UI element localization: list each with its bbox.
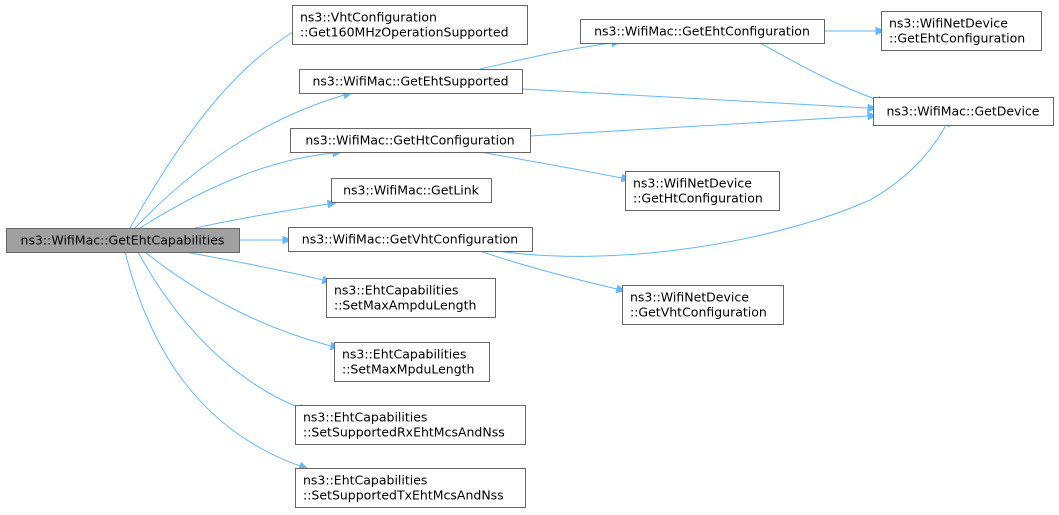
node-ndVhtConfig[interactable]: ns3::WifiNetDevice::GetVhtConfiguration bbox=[622, 285, 784, 325]
edge-root-to-setRx bbox=[137, 251, 309, 412]
edge-line bbox=[139, 152, 334, 229]
node-label-line: ns3::EhtCapabilities bbox=[303, 473, 427, 488]
node-box bbox=[881, 11, 1042, 51]
edge-line bbox=[134, 94, 345, 229]
node-label-line: ::GetEhtConfiguration bbox=[889, 31, 1025, 46]
node-root[interactable]: ns3::WifiMac::GetEhtCapabilities bbox=[6, 228, 240, 253]
edge-root-to-getVhtConfig bbox=[239, 235, 293, 245]
edge-line bbox=[479, 42, 613, 70]
edge-line bbox=[489, 124, 947, 257]
node-label-line: ns3::EhtCapabilities bbox=[303, 410, 427, 425]
edge-root-to-setTx bbox=[124, 251, 309, 470]
edge-arrowhead bbox=[875, 26, 886, 36]
node-box bbox=[290, 128, 531, 153]
edge-getEhtConfig-to-ndEhtConfig bbox=[824, 26, 886, 36]
edge-root-to-setMaxMpdu bbox=[144, 251, 340, 351]
edge-root-to-getLink bbox=[194, 199, 338, 229]
node-setMaxMpdu[interactable]: ns3::EhtCapabilities::SetMaxMpduLength bbox=[334, 342, 490, 382]
node-label-line: ::SetSupportedRxEhtMcsAndNss bbox=[303, 425, 505, 440]
node-getLink[interactable]: ns3::WifiMac::GetLink bbox=[331, 178, 492, 203]
node-label-line: ::GetHtConfiguration bbox=[633, 191, 763, 206]
edge-root-to-getEhtSupported bbox=[134, 90, 353, 229]
edge-line bbox=[479, 151, 623, 179]
node-label-line: ns3::EhtCapabilities bbox=[342, 347, 466, 362]
edge-root-to-setMaxAmpdu bbox=[184, 251, 332, 285]
node-box bbox=[299, 69, 523, 94]
node-label-line: ns3::WifiMac::GetDevice bbox=[886, 104, 1039, 119]
edge-getHtConfig-to-ndHtConfig bbox=[479, 151, 632, 183]
node-label-line: ::SetSupportedTxEhtMcsAndNss bbox=[303, 488, 504, 503]
node-setRx[interactable]: ns3::EhtCapabilities::SetSupportedRxEhtM… bbox=[295, 405, 526, 445]
node-label-line: ns3::WifiMac::GetHtConfiguration bbox=[305, 133, 514, 148]
node-label-line: ns3::WifiNetDevice bbox=[630, 290, 749, 305]
node-label-line: ns3::WifiNetDevice bbox=[633, 176, 752, 191]
node-getHtConfig[interactable]: ns3::WifiMac::GetHtConfiguration bbox=[290, 128, 531, 153]
node-label-line: ::SetMaxMpduLength bbox=[342, 362, 474, 377]
edge-getVhtConfig-to-ndVhtConfig bbox=[479, 250, 626, 294]
edge-getEhtSupported-to-getDevice bbox=[521, 88, 878, 113]
edge-line bbox=[124, 251, 301, 467]
edge-line bbox=[184, 251, 324, 281]
node-label-line: ns3::WifiMac::GetEhtSupported bbox=[312, 74, 508, 89]
node-label-line: ::SetMaxAmpduLength bbox=[334, 298, 476, 313]
node-label-line: ns3::VhtConfiguration bbox=[300, 10, 437, 25]
edge-line bbox=[521, 88, 869, 109]
nodes-layer: ns3::WifiMac::GetEhtCapabilities ns3::Vht… bbox=[6, 5, 1054, 508]
edge-arrowhead bbox=[867, 103, 878, 113]
node-label-line: ns3::EhtCapabilities bbox=[334, 283, 458, 298]
node-box bbox=[326, 278, 496, 318]
edge-arrowhead bbox=[282, 235, 293, 245]
node-label-line: ns3::WifiMac::GetVhtConfiguration bbox=[302, 232, 518, 247]
node-box bbox=[625, 171, 780, 211]
node-box bbox=[295, 405, 526, 445]
edge-getEhtConfig-to-getDevice bbox=[759, 42, 887, 104]
edge-line bbox=[137, 251, 301, 409]
node-box bbox=[873, 97, 1054, 126]
node-box bbox=[331, 178, 492, 203]
node-setTx[interactable]: ns3::EhtCapabilities::SetSupportedTxEhtM… bbox=[295, 468, 526, 508]
edge-line bbox=[144, 251, 332, 347]
node-label-line: ns3::WifiMac::GetLink bbox=[343, 183, 480, 198]
node-label-line: ns3::WifiNetDevice bbox=[889, 16, 1008, 31]
edge-getHtConfig-to-getDevice bbox=[529, 111, 878, 137]
node-box bbox=[288, 227, 533, 252]
node-setMaxAmpdu[interactable]: ns3::EhtCapabilities::SetMaxAmpduLength bbox=[326, 278, 496, 318]
node-ndHtConfig[interactable]: ns3::WifiNetDevice::GetHtConfiguration bbox=[625, 171, 780, 211]
edge-line bbox=[759, 42, 879, 101]
node-getEhtConfig[interactable]: ns3::WifiMac::GetEhtConfiguration bbox=[580, 19, 825, 44]
node-label-line: ns3::WifiMac::GetEhtConfiguration bbox=[594, 24, 810, 39]
node-box bbox=[6, 228, 240, 253]
node-box bbox=[580, 19, 825, 44]
node-vht160[interactable]: ns3::VhtConfiguration::Get160MHzOperatio… bbox=[292, 5, 528, 45]
node-label-line: ::Get160MHzOperationSupported bbox=[300, 25, 509, 40]
node-box bbox=[292, 5, 528, 45]
edge-line bbox=[129, 29, 297, 229]
node-ndEhtConfig[interactable]: ns3::WifiNetDevice::GetEhtConfiguration bbox=[881, 11, 1042, 51]
edge-line bbox=[479, 250, 618, 290]
node-box bbox=[622, 285, 784, 325]
edge-arrowhead bbox=[867, 111, 878, 121]
edge-line bbox=[194, 203, 329, 229]
node-box bbox=[334, 342, 490, 382]
edges-layer bbox=[124, 25, 951, 470]
edge-line bbox=[529, 115, 869, 137]
node-label-line: ns3::WifiMac::GetEhtCapabilities bbox=[21, 233, 225, 248]
node-box bbox=[295, 468, 526, 508]
node-getEhtSupported[interactable]: ns3::WifiMac::GetEhtSupported bbox=[299, 69, 523, 94]
node-getDevice[interactable]: ns3::WifiMac::GetDevice bbox=[873, 97, 1054, 126]
node-label-line: ::GetVhtConfiguration bbox=[630, 305, 767, 320]
edge-root-to-vht160 bbox=[129, 25, 304, 229]
node-getVhtConfig[interactable]: ns3::WifiMac::GetVhtConfiguration bbox=[288, 227, 533, 252]
